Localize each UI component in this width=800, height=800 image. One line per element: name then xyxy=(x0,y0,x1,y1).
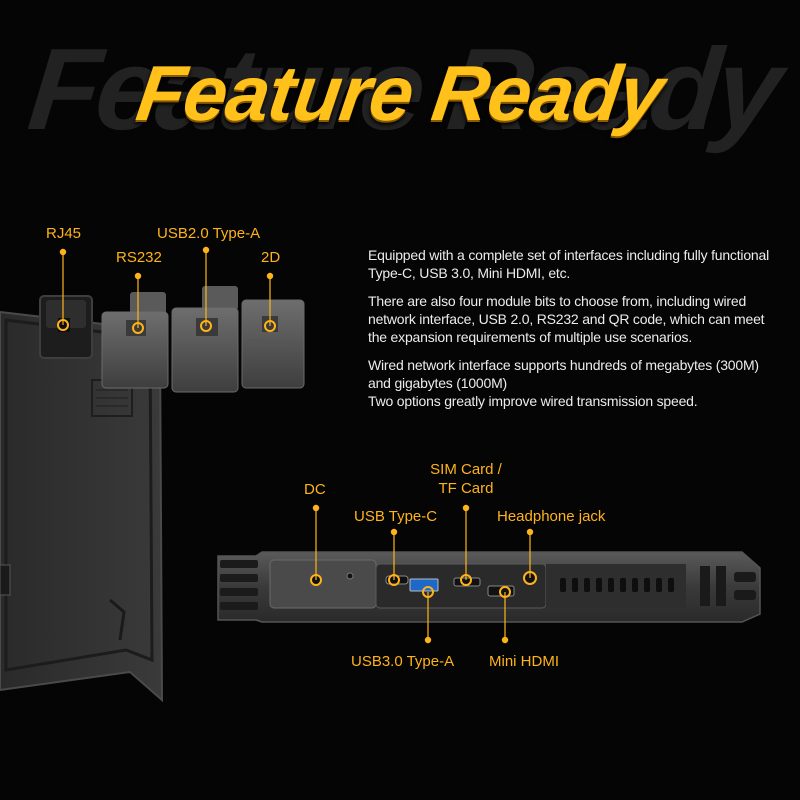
description-modules: There are also four module bits to choos… xyxy=(368,293,765,345)
module-rj45 xyxy=(39,295,93,359)
label-headphone-jack: Headphone jack xyxy=(497,508,606,525)
module-usb2 xyxy=(171,286,239,393)
label-usb2: USB2.0 Type-A xyxy=(157,225,261,242)
description-transmission: Two options greatly improve wired transm… xyxy=(368,393,698,409)
label-rj45: RJ45 xyxy=(46,225,82,242)
module-leader-lines xyxy=(57,246,276,334)
description-network: Wired network interface supports hundred… xyxy=(368,357,759,391)
label-sim-card: SIM Card / xyxy=(430,461,502,478)
label-tf-card: TF Card xyxy=(438,480,494,497)
port-strip xyxy=(217,551,761,623)
label-dc: DC xyxy=(304,481,326,498)
label-usb-type-c: USB Type-C xyxy=(354,508,438,525)
label-usb3: USB3.0 Type-A xyxy=(351,653,455,670)
label-mini-hdmi: Mini HDMI xyxy=(489,653,559,670)
port-leader-lines xyxy=(310,504,537,644)
label-rs232: RS232 xyxy=(116,249,162,266)
label-2d: 2D xyxy=(261,249,281,266)
module-rs232 xyxy=(101,292,169,389)
module-2d xyxy=(241,299,305,389)
description-interfaces: Equipped with a complete set of interfac… xyxy=(368,247,769,281)
